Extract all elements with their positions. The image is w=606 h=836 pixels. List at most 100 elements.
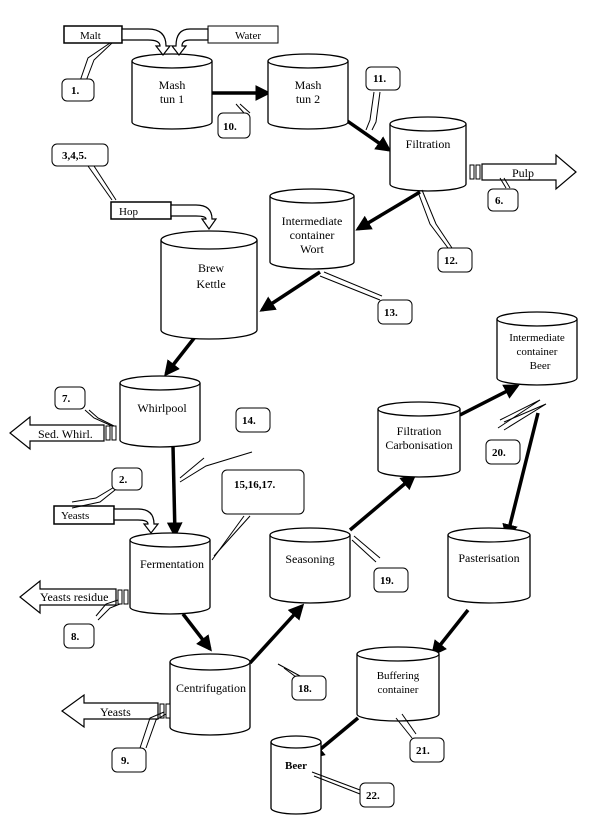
- input-label: Malt: [80, 30, 101, 42]
- callout-label: 19.: [380, 575, 394, 587]
- tank-label-line: Carbonisation: [385, 438, 452, 452]
- callout-label: 13.: [384, 307, 398, 319]
- callout-3-4-5: 3,4,5.: [51, 143, 109, 167]
- output-pulp: Pulp: [469, 153, 577, 191]
- callout-label: 6.: [495, 195, 504, 207]
- tank-label-line: Mash: [159, 78, 186, 92]
- tank-label-line: Wort: [300, 242, 324, 256]
- callout-label: 18.: [298, 683, 312, 695]
- tank-label-line: tun 1: [160, 92, 184, 106]
- input-label: Yeasts: [61, 510, 89, 522]
- input-malt: Malt: [63, 25, 172, 56]
- callout-label: 21.: [416, 745, 430, 757]
- callout-label: 22.: [366, 790, 380, 802]
- tank-whirlpool: Whirlpool: [119, 375, 201, 448]
- tank-label-line: Centrifugation: [176, 681, 246, 695]
- tank-label-line: tun 2: [296, 92, 320, 106]
- callout-label: 3,4,5.: [62, 150, 87, 162]
- tank-fermentation: Fermentation: [129, 532, 211, 615]
- callout-14: 14.: [235, 407, 271, 433]
- tank-label-line: Mash: [295, 78, 322, 92]
- tank-label-line: Intermediate: [282, 214, 343, 228]
- callout-7: 7.: [54, 386, 86, 410]
- callout-label: 8.: [71, 631, 80, 643]
- tank-label-line: container: [378, 684, 419, 696]
- output-label: Pulp: [512, 166, 534, 180]
- tank-label-line: Beer: [285, 760, 307, 772]
- tank-mash-tun-1: Mash tun 1: [131, 53, 213, 130]
- flow-seasoning-to-filtcarb: [348, 473, 417, 532]
- output-yeasts-residue: Yeasts residue: [19, 579, 129, 615]
- callout-9: 9.: [111, 747, 147, 773]
- output-label: Yeasts residue: [40, 590, 108, 604]
- callout-label: 11.: [373, 73, 386, 85]
- callout-8: 8.: [63, 623, 95, 649]
- callout-1: 1.: [61, 78, 95, 102]
- input-label: Hop: [119, 206, 138, 218]
- callout-18: 18.: [291, 675, 327, 701]
- tank-label-line: Kettle: [196, 277, 225, 291]
- tank-label-line: Fermentation: [140, 557, 204, 571]
- flow-fermentation-to-centrifugation: [181, 612, 212, 652]
- tank-label-line: Filtration: [397, 424, 442, 438]
- tank-label-line: Pasterisation: [458, 551, 519, 565]
- flow-wort-to-kettle: [259, 270, 321, 312]
- output-label: Sed. Whirl.: [38, 427, 93, 441]
- output-sed-whirl: Sed. Whirl.: [9, 415, 117, 451]
- callout-label: 10.: [223, 121, 237, 133]
- input-label: Water: [235, 30, 261, 42]
- tank-buffering-container: Buffering container: [356, 646, 440, 722]
- callout-2: 2.: [111, 467, 143, 491]
- flow-interbeer-to-pasterisation: [502, 412, 540, 541]
- callout-10: 10.: [217, 112, 251, 139]
- tank-label-line: Seasoning: [285, 552, 334, 566]
- callout-label: 14.: [242, 415, 256, 427]
- tank-seasoning: Seasoning: [269, 527, 351, 604]
- input-hop: Hop: [110, 201, 218, 231]
- callout-13: 13.: [377, 299, 413, 325]
- tank-filtration-carbonisation: Filtration Carbonisation: [377, 401, 461, 478]
- tank-intermediate-beer: Intermediate container Beer: [496, 311, 578, 386]
- tank-label-line: Brew: [198, 261, 224, 275]
- callout-label: 1.: [71, 85, 80, 97]
- flow-filtration-to-wort: [355, 190, 421, 231]
- tank-brew-kettle: Brew Kettle: [160, 230, 258, 340]
- output-yeasts-centrifuge: Yeasts: [60, 693, 171, 729]
- callout-22: 22.: [359, 782, 395, 808]
- callout-20: 20.: [485, 439, 521, 465]
- callout-15-16-17: 15,16,17.: [221, 469, 305, 515]
- tank-centrifugation: Centrifugation: [169, 653, 251, 736]
- callout-6: 6.: [487, 188, 519, 212]
- tank-label-line: Whirlpool: [137, 401, 187, 415]
- callout-label: 20.: [492, 447, 506, 459]
- callout-label: 9.: [121, 755, 130, 767]
- tank-label-line: container: [290, 228, 335, 242]
- tank-filtration: Filtration: [389, 116, 467, 192]
- callout-label: 15,16,17.: [234, 479, 276, 491]
- flow-pasterisation-to-buffering: [431, 608, 470, 657]
- input-yeasts: Yeasts: [53, 505, 160, 534]
- tank-label-line: Intermediate: [509, 332, 565, 344]
- tank-mash-tun-2: Mash tun 2: [267, 53, 349, 130]
- flow-mash2-to-filtration: [342, 116, 392, 152]
- callout-label: 2.: [119, 474, 128, 486]
- callout-11: 11.: [365, 66, 401, 91]
- output-label: Yeasts: [100, 705, 131, 719]
- callout-19: 19.: [373, 567, 409, 593]
- flow-kettle-to-whirlpool: [164, 335, 197, 377]
- callout-leaders: [71, 42, 547, 795]
- tank-beer: Beer: [270, 735, 322, 815]
- callout-label: 12.: [444, 255, 458, 267]
- tank-label-line: Filtration: [406, 137, 451, 151]
- input-water: Water: [170, 25, 279, 56]
- tank-intermediate-wort: Intermediate container Wort: [269, 188, 355, 270]
- callout-12: 12.: [437, 247, 473, 273]
- callout-label: 7.: [62, 393, 71, 405]
- callout-21: 21.: [409, 737, 445, 763]
- flow-whirlpool-to-fermentation: [166, 445, 183, 539]
- tank-label-line: Beer: [530, 360, 551, 372]
- tank-label-line: container: [517, 346, 558, 358]
- flow-centrifugation-to-seasoning: [248, 603, 305, 665]
- tank-pasterisation: Pasterisation: [447, 527, 531, 604]
